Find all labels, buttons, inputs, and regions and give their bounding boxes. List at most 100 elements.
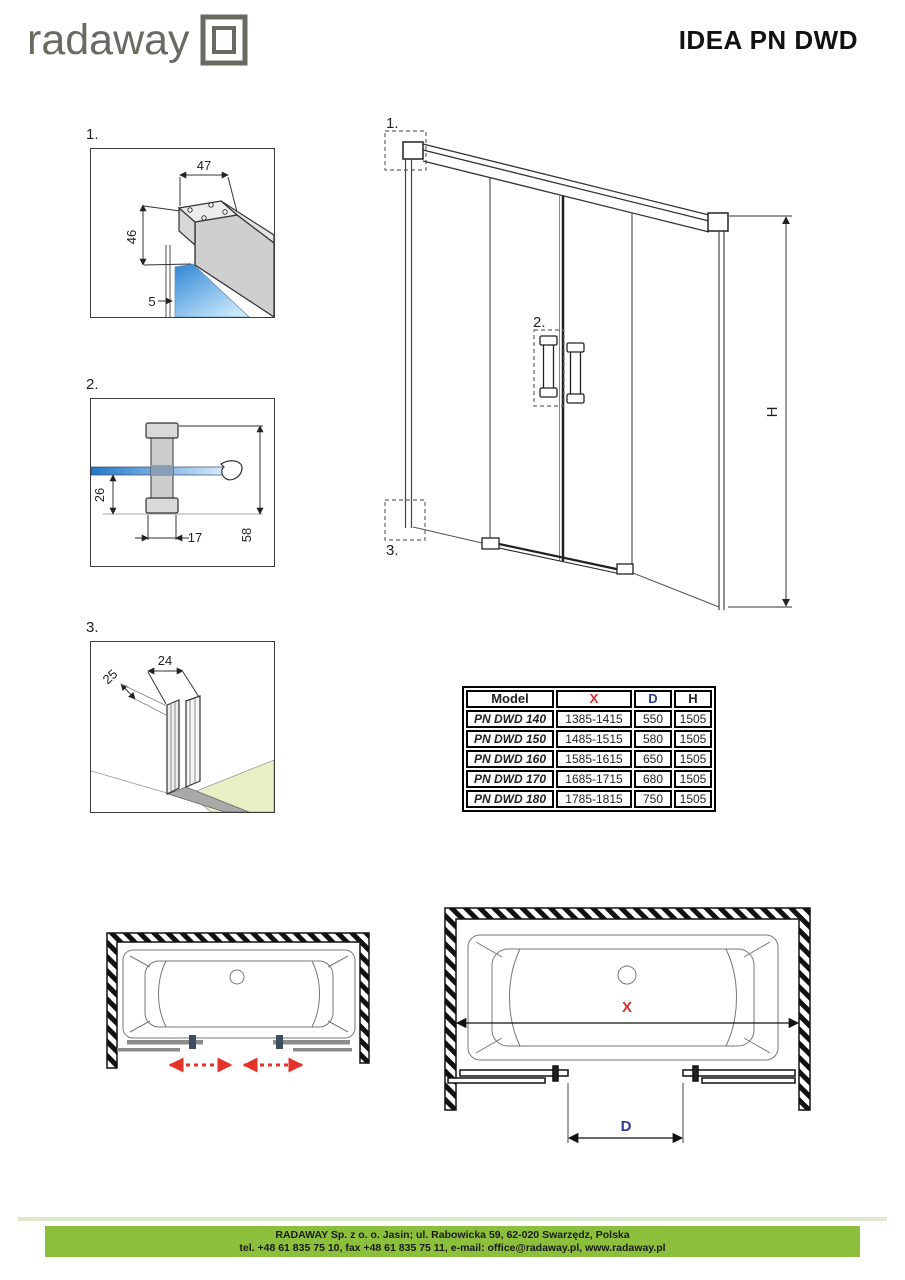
footer-address: RADAWAY Sp. z o. o. Jasin; ul. Rabowicka… bbox=[275, 1229, 630, 1241]
marker-1: 1. bbox=[386, 118, 399, 132]
footer-contact: tel. +48 61 835 75 10, fax +48 61 835 75… bbox=[239, 1242, 666, 1254]
screws bbox=[187, 202, 228, 221]
col-header-h: H bbox=[674, 690, 712, 708]
door-handles bbox=[539, 335, 585, 404]
dim-17: 17 bbox=[188, 530, 202, 545]
guide-foot-right bbox=[616, 563, 634, 575]
dim-58: 58 bbox=[239, 528, 254, 542]
value-cell: 1485-1515 bbox=[556, 730, 632, 748]
col-header-d: D bbox=[634, 690, 672, 708]
page-title: IDEA PN DWD bbox=[678, 25, 858, 55]
drain-icon bbox=[617, 965, 637, 985]
height-dimension bbox=[728, 215, 792, 608]
plan-view-small bbox=[106, 932, 370, 1073]
dim-25: 25 bbox=[100, 666, 121, 687]
dimension-lines bbox=[120, 667, 200, 717]
glass-panel-edges bbox=[412, 178, 720, 608]
col-header-model: Model bbox=[466, 690, 554, 708]
detail-2-label: 2. bbox=[86, 376, 99, 393]
seal-hook bbox=[220, 460, 243, 481]
model-cell: PN DWD 170 bbox=[466, 770, 554, 788]
top-profile-isometric bbox=[165, 200, 275, 319]
marker-2: 2. bbox=[533, 314, 546, 331]
wall-hatched bbox=[444, 907, 811, 1111]
value-cell: 1505 bbox=[674, 790, 712, 808]
value-cell: 1585-1615 bbox=[556, 750, 632, 768]
bathtub-outline bbox=[467, 934, 779, 1061]
value-cell: 1505 bbox=[674, 750, 712, 768]
h-dim-label: H bbox=[764, 407, 781, 418]
model-cell: PN DWD 140 bbox=[466, 710, 554, 728]
value-cell: 680 bbox=[634, 770, 672, 788]
d-dimension bbox=[567, 1083, 684, 1144]
radaway-logo: radaway bbox=[27, 14, 248, 66]
footer-bar: RADAWAY Sp. z o. o. Jasin; ul. Rabowicka… bbox=[45, 1226, 860, 1257]
main-door-drawing: 1. 2. bbox=[384, 118, 792, 610]
value-cell: 1505 bbox=[674, 730, 712, 748]
logo-square-icon bbox=[200, 14, 248, 66]
detail-2-drawing: 26 17 58 bbox=[90, 422, 264, 545]
x-dim-label: X bbox=[622, 999, 632, 1016]
marker-3: 3. bbox=[386, 542, 399, 559]
door-handle-right bbox=[276, 1035, 283, 1049]
model-cell: PN DWD 160 bbox=[466, 750, 554, 768]
frame-profiles bbox=[402, 141, 729, 610]
guide-foot-left bbox=[481, 537, 500, 550]
door-handle-left bbox=[189, 1035, 196, 1049]
sliding-doors bbox=[447, 1065, 796, 1084]
dim-26: 26 bbox=[92, 488, 107, 502]
dim-5: 5 bbox=[148, 294, 155, 309]
value-cell: 550 bbox=[634, 710, 672, 728]
dim-24: 24 bbox=[158, 653, 172, 668]
dimension-lines bbox=[139, 171, 238, 305]
right-cap bbox=[707, 212, 729, 232]
detail-3-box: 24 25 bbox=[90, 641, 275, 813]
sliding-doors bbox=[117, 1035, 352, 1052]
d-dim-label: D bbox=[621, 1118, 632, 1135]
value-cell: 1385-1415 bbox=[556, 710, 632, 728]
col-header-x: X bbox=[556, 690, 632, 708]
handle-top-view bbox=[145, 422, 179, 514]
value-cell: 580 bbox=[634, 730, 672, 748]
bathtub-outline bbox=[122, 949, 356, 1039]
model-cell: PN DWD 150 bbox=[466, 730, 554, 748]
value-cell: 650 bbox=[634, 750, 672, 768]
detail-1-drawing: 47 46 5 bbox=[124, 158, 275, 319]
detail-1-box: 47 46 5 bbox=[90, 148, 275, 319]
value-cell: 1505 bbox=[674, 770, 712, 788]
value-cell: 1785-1815 bbox=[556, 790, 632, 808]
detail-3-drawing: 24 25 bbox=[90, 653, 275, 813]
value-cell: 1505 bbox=[674, 710, 712, 728]
door-handle-left bbox=[552, 1065, 559, 1082]
wall-hatched bbox=[106, 932, 370, 1069]
footer-divider bbox=[18, 1217, 887, 1221]
bottom-guide-profiles bbox=[166, 695, 201, 795]
detail-1-label: 1. bbox=[86, 126, 99, 143]
detail-3-label: 3. bbox=[86, 619, 99, 636]
logo-inner-square-icon bbox=[212, 26, 236, 54]
bottom-guide bbox=[481, 537, 634, 575]
model-cell: PN DWD 180 bbox=[466, 790, 554, 808]
dim-47: 47 bbox=[197, 158, 211, 173]
detail-2-callout-box bbox=[533, 329, 565, 407]
detail-2-box: 26 17 58 bbox=[90, 398, 275, 567]
dimension-lines bbox=[103, 425, 264, 542]
logo-wordmark: radaway bbox=[27, 16, 190, 64]
table-header-row: Model X D H bbox=[466, 690, 712, 708]
left-cap bbox=[402, 141, 424, 160]
door-handle-right bbox=[692, 1065, 699, 1082]
value-cell: 750 bbox=[634, 790, 672, 808]
dim-46: 46 bbox=[124, 230, 139, 244]
value-cell: 1685-1715 bbox=[556, 770, 632, 788]
drain-icon bbox=[229, 969, 245, 985]
detail-3-callout-box bbox=[384, 499, 426, 541]
plan-view-large: X D bbox=[444, 907, 811, 1144]
